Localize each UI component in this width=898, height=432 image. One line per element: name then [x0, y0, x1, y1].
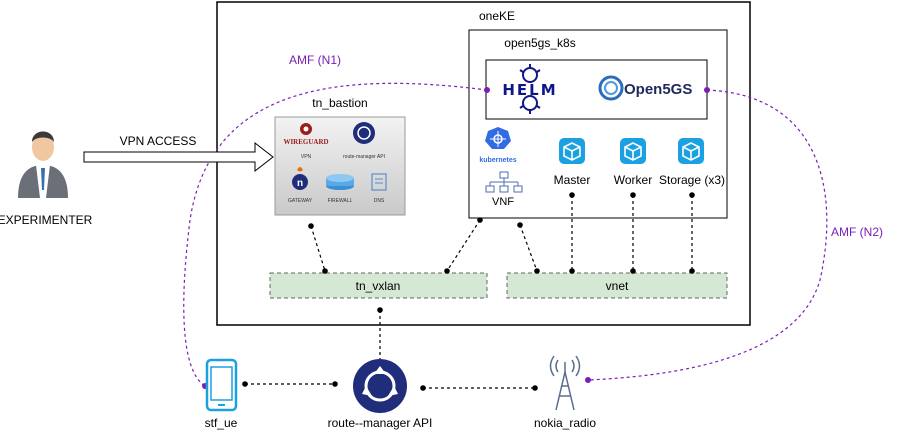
open5gs-k8s-box	[468, 29, 728, 219]
helm-label: HELM	[502, 81, 557, 99]
amf-n1-start-dot	[484, 87, 490, 93]
route-manager-label: route--manager API	[328, 416, 433, 430]
network-switch-icon	[485, 171, 523, 193]
phone-icon	[205, 358, 238, 412]
oneke-title: oneKE	[479, 9, 515, 23]
open5gs-k8s-title: open5gs_k8s	[504, 36, 575, 50]
vnf-label: VNF	[492, 196, 514, 208]
radio-tower-icon	[549, 355, 581, 411]
amf-n2-end-dot	[585, 377, 591, 383]
wireguard-label: WIREGUARD	[283, 138, 328, 146]
bastion-route-manager-label: route-manager API	[343, 154, 385, 160]
firewall-icon	[326, 174, 354, 190]
gateway-icon: n	[292, 167, 308, 190]
wireguard-icon	[300, 123, 312, 135]
worker-label: Worker	[614, 173, 652, 187]
tn-bastion-box	[274, 116, 406, 216]
amf-n1-label: AMF (N1)	[289, 53, 341, 67]
vnet-network	[506, 272, 728, 299]
amf-n2-link	[587, 89, 828, 381]
worker-cube-icon	[620, 138, 646, 164]
tn-vxlan-network	[269, 272, 488, 299]
stf-ue-label: stf_ue	[205, 416, 238, 430]
bastion-dns-label: DNS	[374, 198, 385, 204]
open5gs-logo-icon	[598, 75, 624, 101]
connector-lines	[245, 195, 693, 389]
open5gs-label: Open5GS	[624, 81, 692, 98]
tn-vxlan-label: tn_vxlan	[356, 279, 401, 293]
svg-text:n: n	[297, 178, 303, 189]
vnet-label: vnet	[606, 279, 629, 293]
bastion-firewall-label: FIREWALL	[328, 198, 353, 204]
master-cube-icon	[559, 138, 585, 164]
storage-label: Storage (x3)	[659, 173, 725, 187]
vpn-access-label: VPN ACCESS	[120, 134, 197, 148]
oneke-box	[216, 1, 751, 326]
tn-bastion-title: tn_bastion	[312, 96, 367, 110]
nokia-radio-label: nokia_radio	[534, 416, 596, 430]
master-label: Master	[554, 173, 591, 187]
experimenter-icon	[18, 131, 68, 198]
route-manager-icon	[353, 359, 407, 413]
kubernetes-label: kubernetes	[479, 157, 516, 164]
dns-icon	[371, 173, 387, 191]
experimenter-label: EXPERIMENTER	[0, 213, 93, 227]
storage-cube-icon	[678, 138, 704, 164]
bastion-gateway-label: GATEWAY	[288, 198, 313, 204]
amf-n2-label: AMF (N2)	[831, 225, 883, 239]
helm-icon	[519, 64, 541, 114]
connector-dots	[242, 192, 695, 391]
route-manager-mini-icon	[353, 122, 375, 144]
amf-n1-link	[183, 82, 488, 387]
vpn-access-arrow	[83, 141, 274, 173]
kubernetes-icon	[485, 127, 511, 149]
bastion-vpn-label: VPN	[301, 154, 312, 160]
amf-n2-start-dot	[704, 87, 710, 93]
